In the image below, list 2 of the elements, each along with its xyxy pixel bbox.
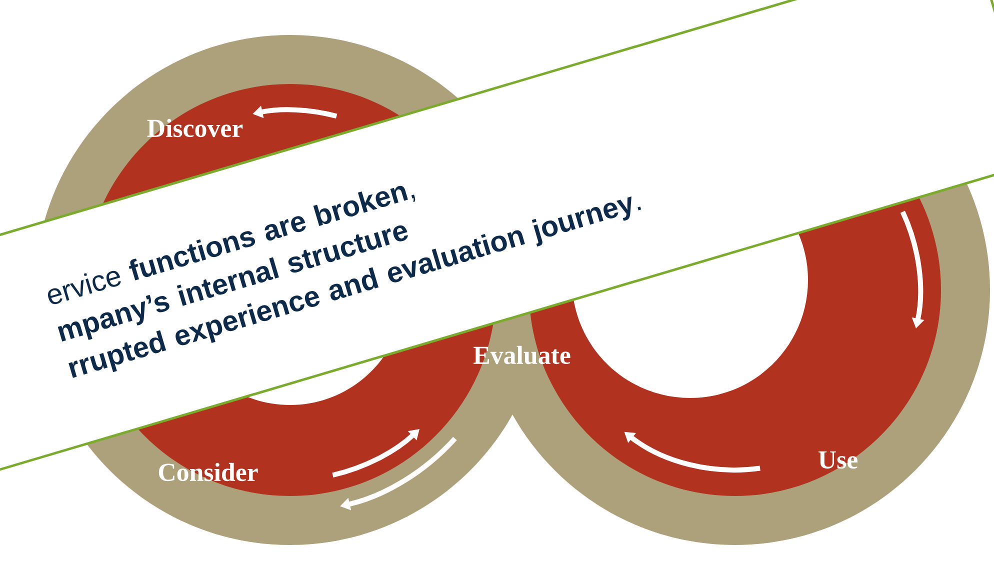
stage-label: Discover [147, 118, 243, 138]
stage-label: Use [818, 451, 858, 469]
